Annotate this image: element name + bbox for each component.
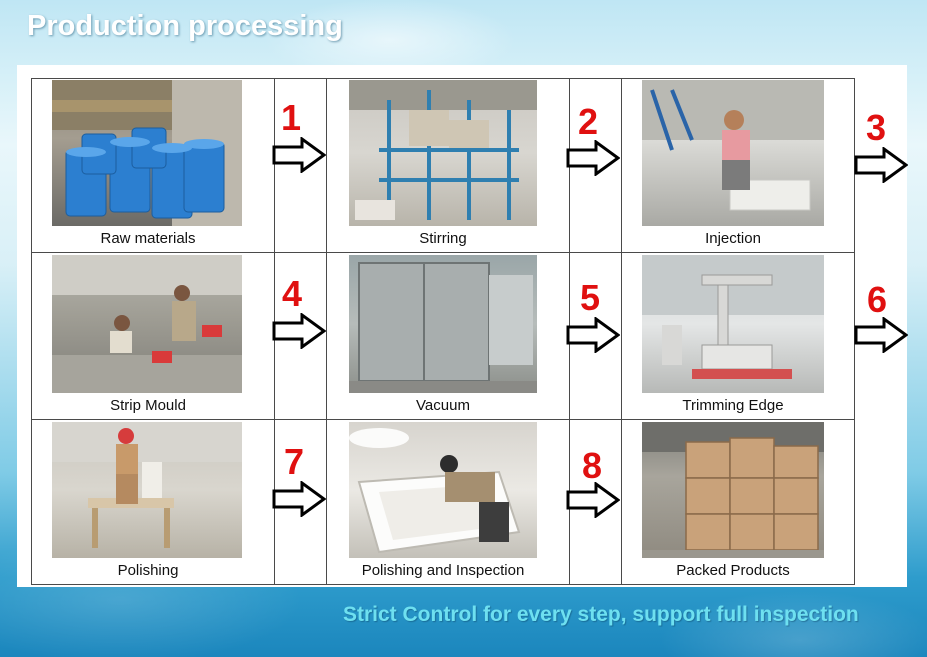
step-cell-trimming-edge: Trimming Edge xyxy=(621,252,855,420)
arrow-right-icon xyxy=(272,137,326,173)
trimming-machine-illustration xyxy=(642,255,824,379)
raw-materials-photo xyxy=(52,80,242,226)
step-number-3: 3 xyxy=(866,107,887,148)
barrels-illustration xyxy=(52,80,242,226)
step-caption-injection: Injection xyxy=(705,230,761,247)
step-number-2: 2 xyxy=(578,101,599,142)
step-caption-polishing-inspection: Polishing and Inspection xyxy=(361,562,525,579)
strip-mould-photo xyxy=(52,255,242,393)
page-title: Production processing xyxy=(27,10,343,42)
polishing-photo xyxy=(52,422,242,558)
step-cell-vacuum: Vacuum xyxy=(326,252,570,420)
step-caption-trimming-edge: Trimming Edge xyxy=(682,397,784,414)
step-cell-injection: Injection xyxy=(621,78,855,253)
step-cell-strip-mould: Strip Mould xyxy=(31,252,275,420)
injection-worker-illustration xyxy=(642,80,824,211)
arrow-cell-1 xyxy=(274,78,327,253)
arrow-right-icon xyxy=(566,140,620,176)
step-number-8: 8 xyxy=(582,445,603,486)
step-number-4: 4 xyxy=(282,273,303,314)
step-caption-stirring: Stirring xyxy=(419,230,467,247)
arrow-right-icon xyxy=(854,147,908,183)
polishing-worker-illustration xyxy=(52,422,242,548)
step-cell-polishing: Polishing xyxy=(31,419,275,585)
footer-caption: Strict Control for every step, support f… xyxy=(343,603,859,626)
step-cell-polishing-inspection: Polishing and Inspection xyxy=(326,419,570,585)
step-caption-polishing: Polishing xyxy=(117,562,179,579)
vacuum-oven-illustration xyxy=(349,262,537,393)
arrow-right-icon xyxy=(566,317,620,353)
arrow-right-icon xyxy=(854,317,908,353)
stirring-photo xyxy=(349,80,537,226)
step-cell-packed-products: Packed Products xyxy=(621,419,855,585)
arrow-right-icon xyxy=(272,313,326,349)
stirring-machine-illustration xyxy=(349,80,537,220)
step-caption-vacuum: Vacuum xyxy=(416,397,470,414)
trimming-edge-photo xyxy=(642,255,824,393)
bathtub-inspection-illustration xyxy=(349,428,521,554)
step-cell-raw-materials: Raw materials xyxy=(31,78,275,253)
step-caption-strip-mould: Strip Mould xyxy=(110,397,186,414)
injection-photo xyxy=(642,80,824,226)
crates-illustration xyxy=(642,422,824,558)
step-cell-stirring: Stirring xyxy=(326,78,570,253)
step-number-7: 7 xyxy=(284,441,305,482)
step-number-1: 1 xyxy=(281,97,302,138)
arrow-right-icon xyxy=(566,482,620,518)
polishing-inspection-photo xyxy=(349,422,537,558)
step-caption-packed-products: Packed Products xyxy=(676,562,790,579)
step-caption-raw-materials: Raw materials xyxy=(100,230,196,247)
step-number-5: 5 xyxy=(580,277,601,318)
packed-products-photo xyxy=(642,422,824,558)
arrow-right-icon xyxy=(272,481,326,517)
step-number-6: 6 xyxy=(867,279,888,320)
strip-mould-illustration xyxy=(52,255,242,393)
vacuum-photo xyxy=(349,255,537,393)
